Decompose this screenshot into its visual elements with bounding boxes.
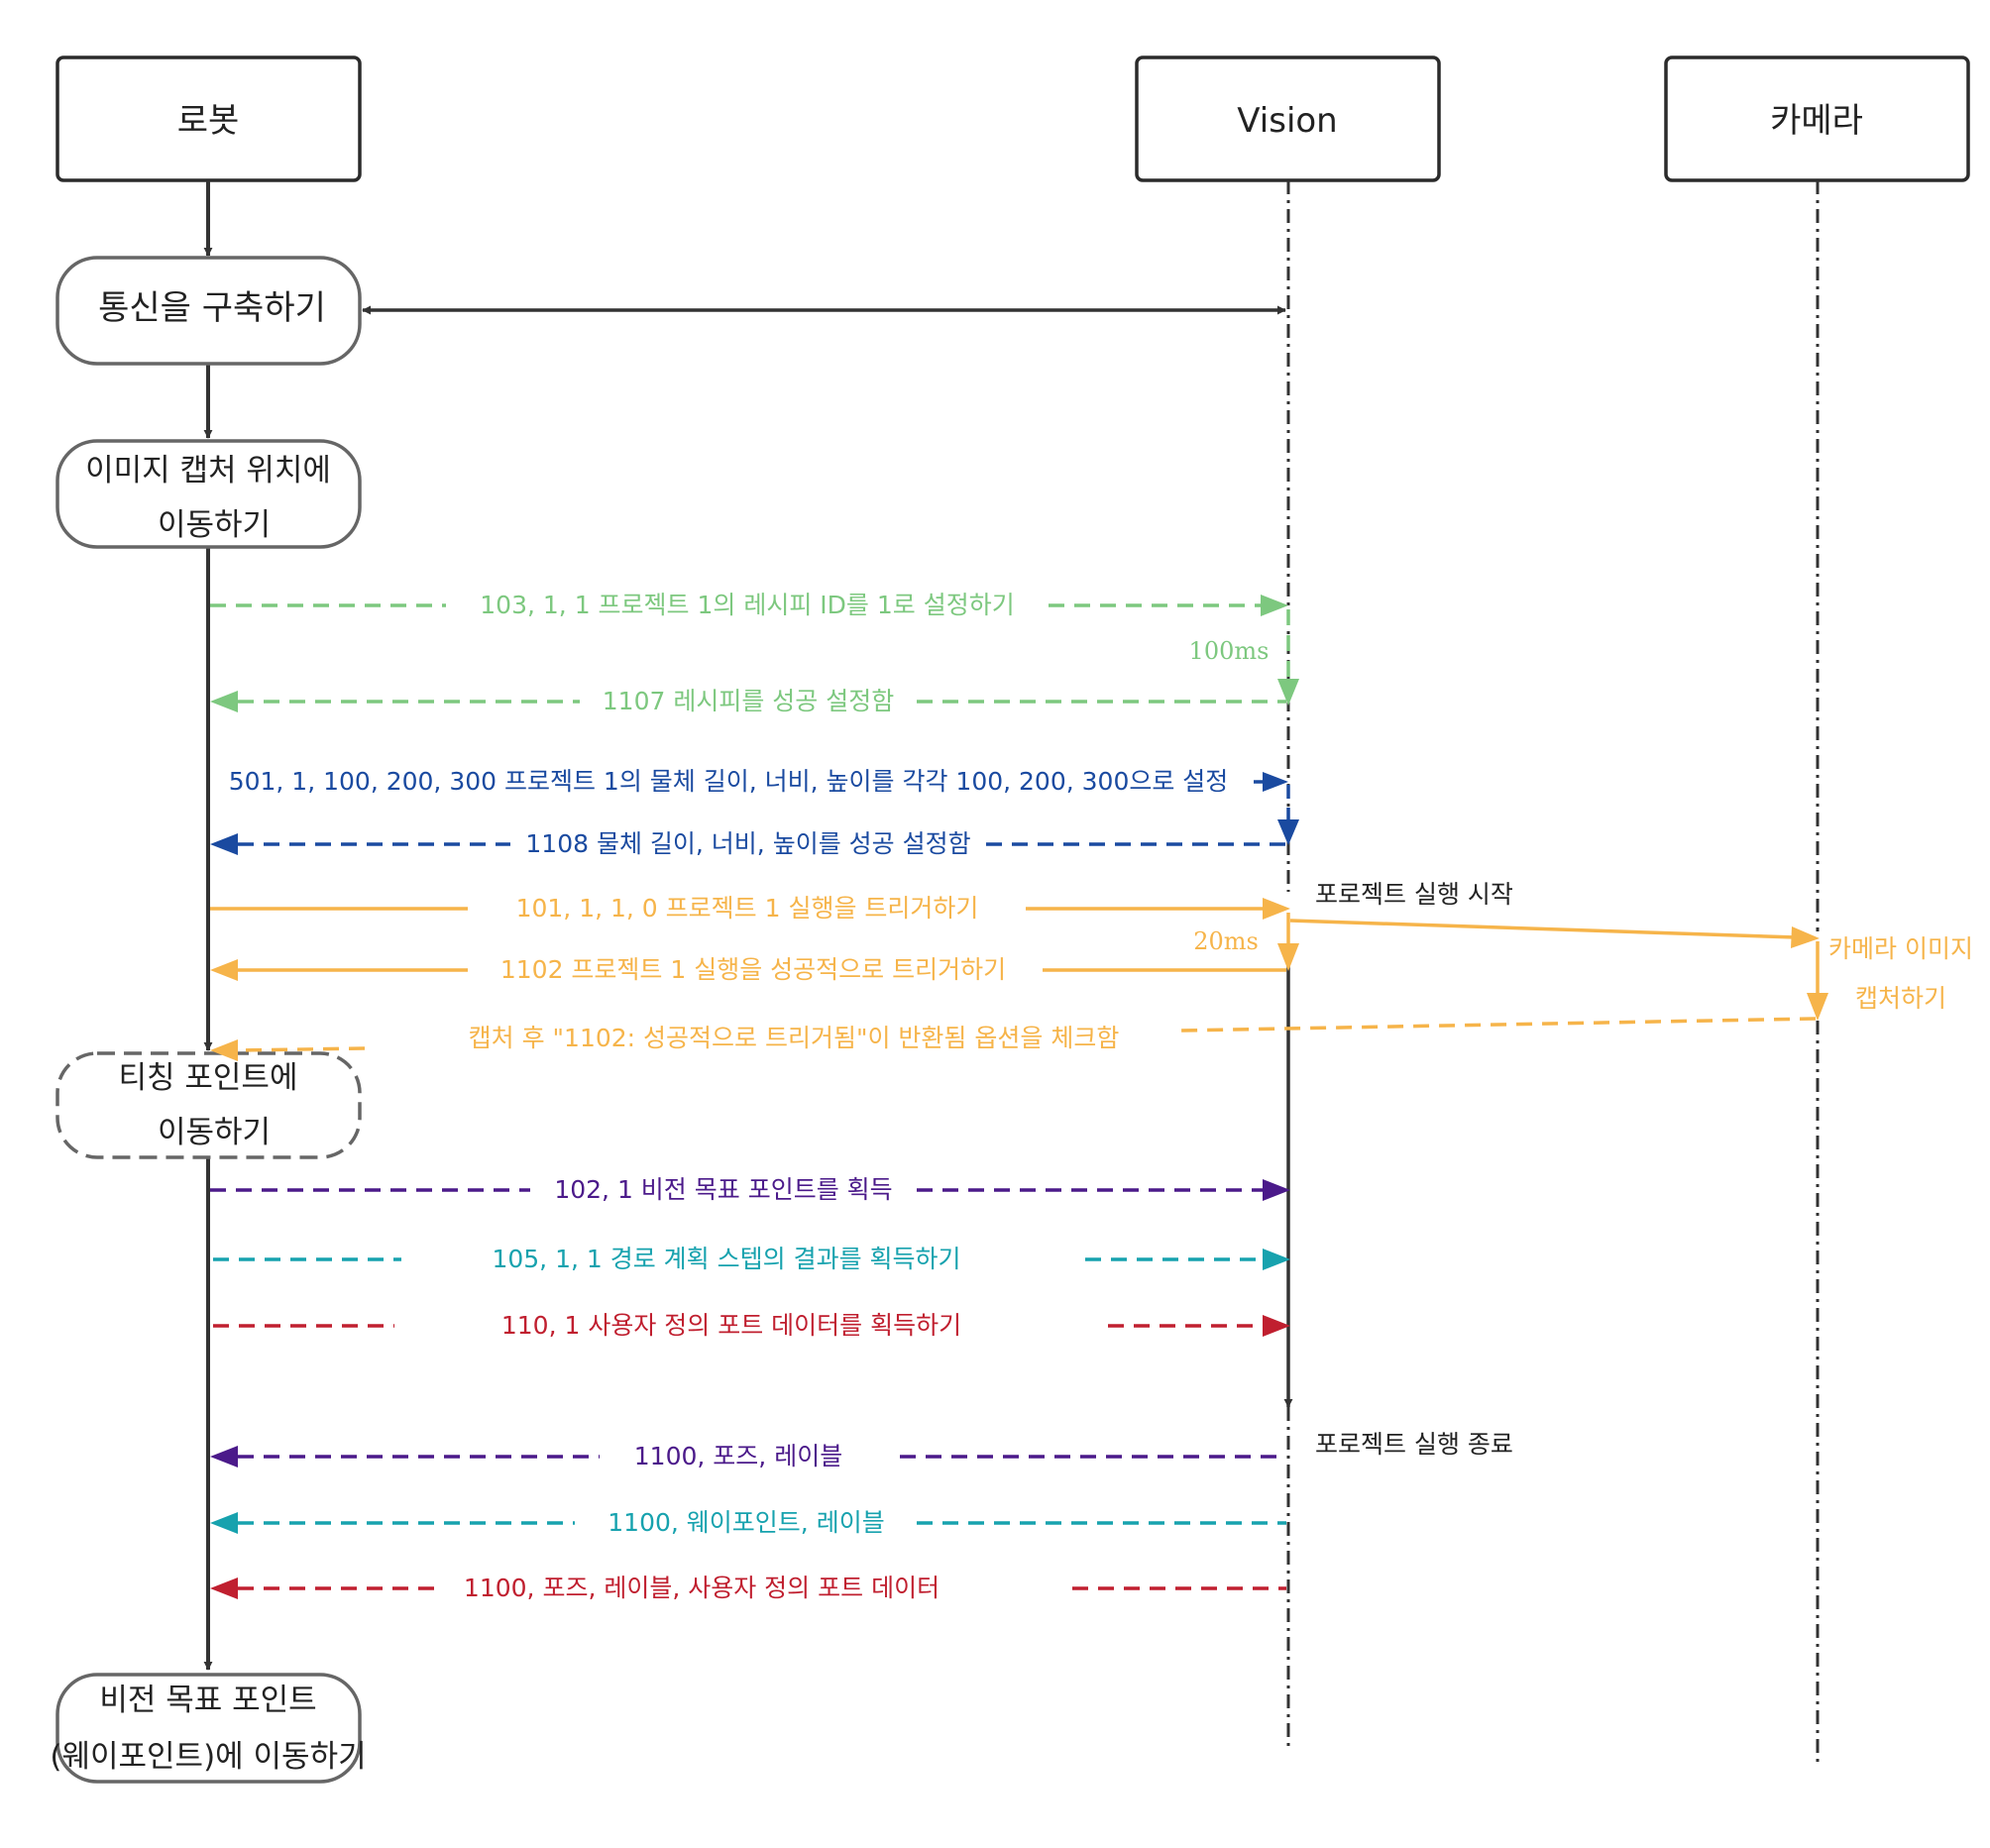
msg-reply-port: 1100, 포즈, 레이블, 사용자 정의 포트 데이터 xyxy=(210,1574,1286,1602)
step-move-capture-line1: 이미지 캡처 위치에 xyxy=(85,453,331,489)
msg-get-target-label: 102, 1 비전 목표 포인트를 획득 xyxy=(554,1175,892,1204)
msg-camera-capture xyxy=(1289,919,1820,948)
camera-capture-line1: 카메라 이미지 xyxy=(1828,934,1973,963)
msg-trigger: 101, 1, 1, 0 프로젝트 1 실행을 트리거하기 xyxy=(210,894,1290,923)
msg-set-recipe: 103, 1, 1 프로젝트 1의 레시피 ID를 1로 설정하기 xyxy=(210,591,1288,619)
step-establish-label: 통신을 구축하기 xyxy=(98,288,326,328)
msg-set-recipe-reply-label: 1107 레시피를 성공 설정함 xyxy=(603,687,894,715)
vision-note-start: 포로젝트 실행 시작 xyxy=(1315,880,1513,909)
msg-capture-return-label: 캡처 후 "1102: 성공적으로 트리거됨"이 반환됨 옵션을 체크함 xyxy=(469,1024,1120,1052)
timing-trigger: 20ms xyxy=(1193,913,1299,971)
timing-recipe: 100ms xyxy=(1189,609,1299,706)
msg-get-path: 105, 1, 1 경로 계획 스텝의 결과를 획득하기 xyxy=(213,1245,1290,1273)
msg-reply-pose-label: 1100, 포즈, 레이블 xyxy=(634,1442,842,1470)
msg-trigger-reply: 1102 프로젝트 1 실행을 성공적으로 트리거하기 xyxy=(210,955,1286,984)
step-move-target-line2: (웨이포인트)에 이동하기 xyxy=(50,1739,366,1775)
step-move-capture-line2: 이동하기 xyxy=(158,507,271,543)
msg-get-port-label: 110, 1 사용자 정의 포트 데이터를 획득하기 xyxy=(501,1311,961,1340)
vision-note-end: 포로젝트 실행 종료 xyxy=(1315,1430,1513,1459)
msg-get-target: 102, 1 비전 목표 포인트를 획득 xyxy=(210,1175,1290,1204)
msg-trigger-reply-label: 1102 프로젝트 1 실행을 성공적으로 트리거하기 xyxy=(500,955,1006,984)
step-establish-communication: 통신을 구축하기 xyxy=(55,256,362,366)
msg-reply-port-label: 1100, 포즈, 레이블, 사용자 정의 포트 데이터 xyxy=(464,1574,940,1602)
timing-trigger-label: 20ms xyxy=(1193,927,1259,955)
camera-capture-step: 카메라 이미지 캡처하기 xyxy=(1807,934,1973,1021)
msg-reply-waypoint: 1100, 웨이포인트, 레이블 xyxy=(210,1508,1286,1537)
msg-reply-pose: 1100, 포즈, 레이블 xyxy=(210,1442,1286,1470)
msg-set-object-label: 501, 1, 100, 200, 300 프로젝트 1의 물체 길이, 너비,… xyxy=(229,767,1229,796)
actor-vision-label: Vision xyxy=(1237,101,1337,141)
actor-robot-label: 로봇 xyxy=(177,101,240,141)
step-move-teach-line2: 이동하기 xyxy=(158,1115,271,1150)
actor-camera: 카메라 xyxy=(1664,55,1970,182)
msg-set-recipe-label: 103, 1, 1 프로젝트 1의 레시피 ID를 1로 설정하기 xyxy=(480,591,1014,619)
msg-get-path-label: 105, 1, 1 경로 계획 스텝의 결과를 획득하기 xyxy=(492,1245,960,1273)
msg-trigger-label: 101, 1, 1, 0 프로젝트 1 실행을 트리거하기 xyxy=(516,894,979,923)
actor-robot: 로봇 xyxy=(55,55,362,182)
step-move-teach: 티칭 포인트에 이동하기 xyxy=(55,1051,362,1159)
timing-recipe-label: 100ms xyxy=(1189,637,1270,665)
step-move-target-line1: 비전 목표 포인트 xyxy=(99,1683,316,1718)
msg-set-recipe-reply: 1107 레시피를 성공 설정함 xyxy=(210,687,1286,715)
msg-capture-return: 캡처 후 "1102: 성공적으로 트리거됨"이 반환됨 옵션을 체크함 xyxy=(210,1017,1817,1061)
msg-get-port: 110, 1 사용자 정의 포트 데이터를 획득하기 xyxy=(213,1311,1290,1340)
msg-reply-waypoint-label: 1100, 웨이포인트, 레이블 xyxy=(608,1508,884,1537)
camera-capture-line2: 캡처하기 xyxy=(1855,984,1946,1013)
step-move-target: 비전 목표 포인트 (웨이포인트)에 이동하기 xyxy=(50,1673,367,1784)
actor-camera-label: 카메라 xyxy=(1770,101,1863,141)
msg-set-object-reply-label: 1108 물체 길이, 너비, 높이를 성공 설정함 xyxy=(525,829,970,858)
msg-set-object-reply: 1108 물체 길이, 너비, 높이를 성공 설정함 xyxy=(210,829,1286,858)
step-move-teach-line1: 티칭 포인트에 xyxy=(119,1060,298,1096)
actor-vision: Vision xyxy=(1135,55,1441,182)
step-move-capture: 이미지 캡처 위치에 이동하기 xyxy=(55,439,362,549)
msg-set-object: 501, 1, 100, 200, 300 프로젝트 1의 물체 길이, 너비,… xyxy=(229,767,1299,845)
